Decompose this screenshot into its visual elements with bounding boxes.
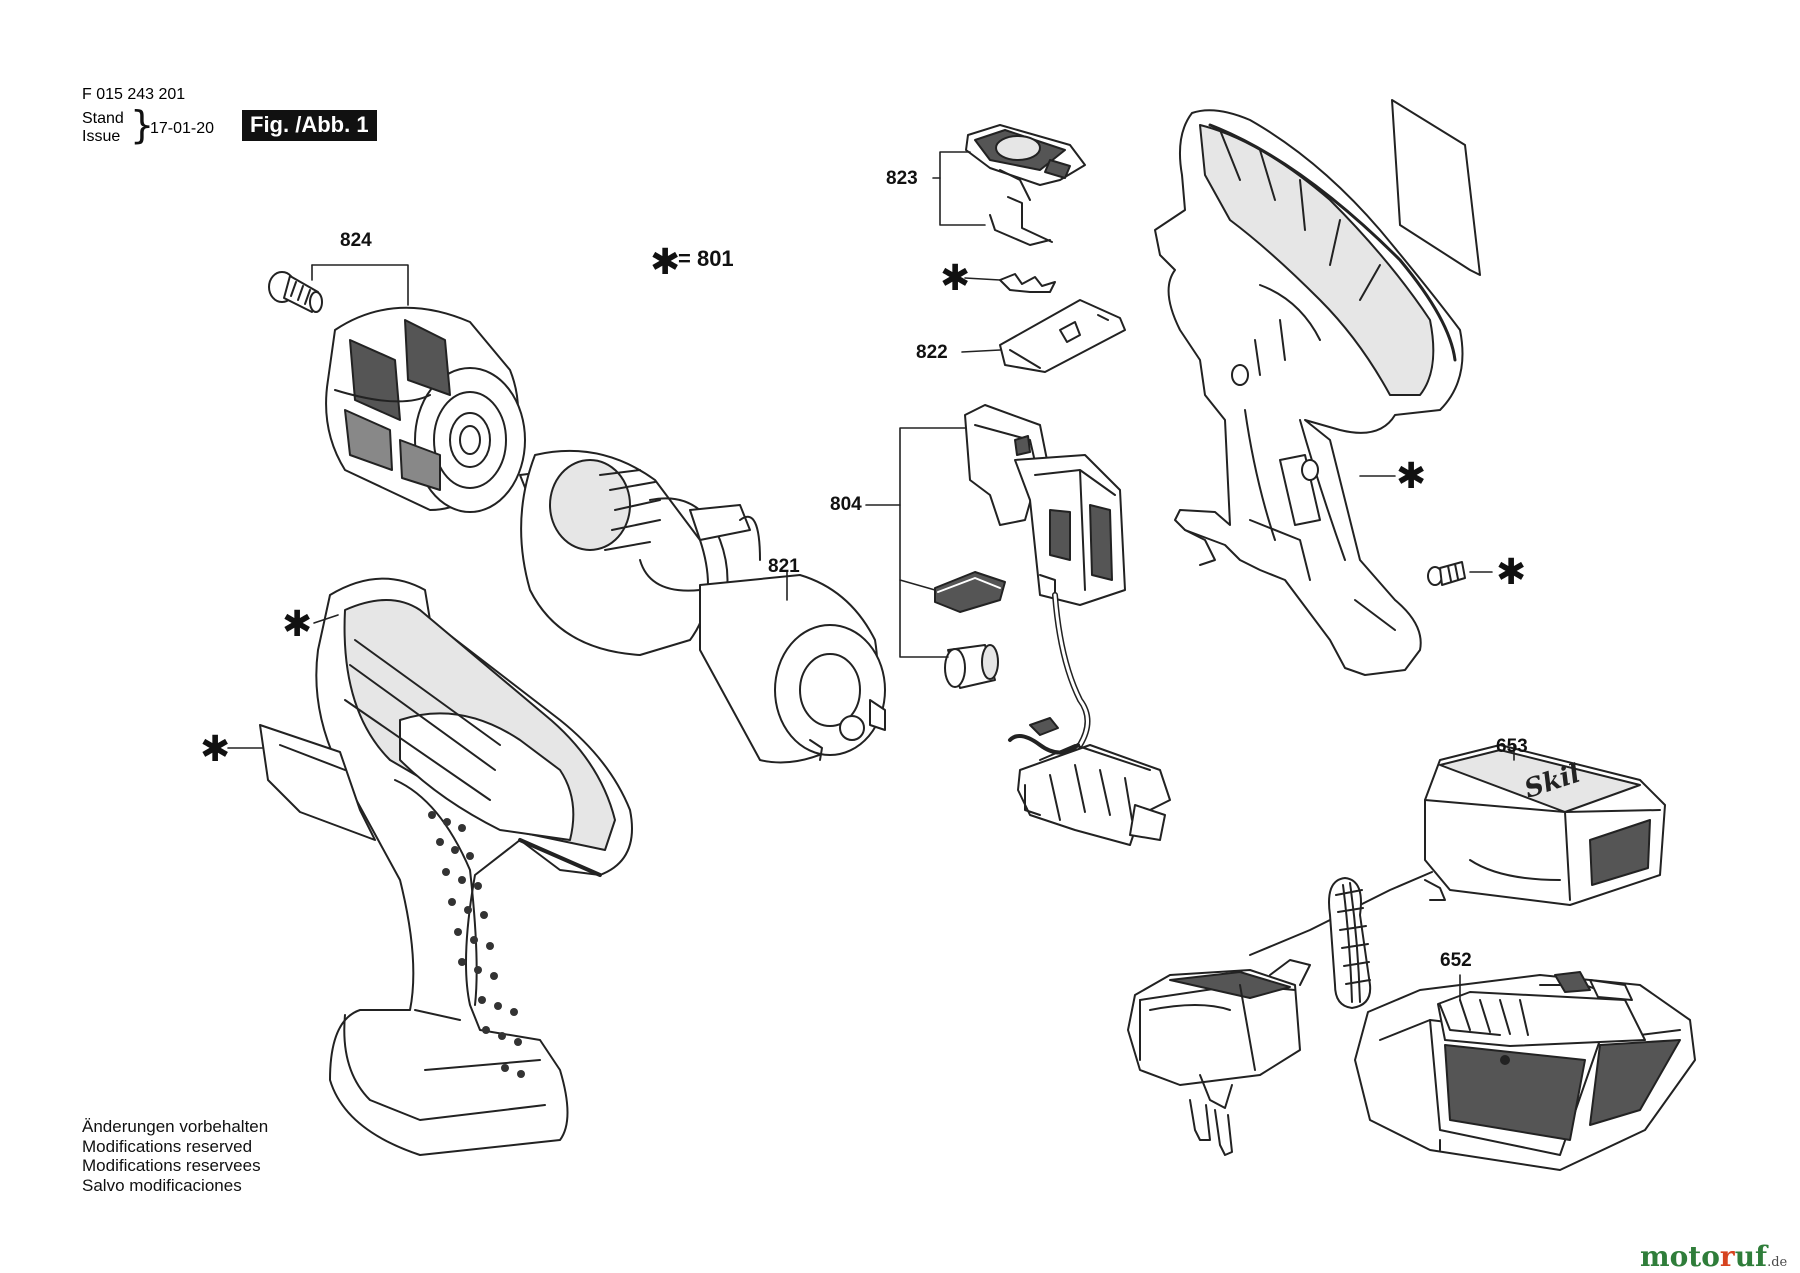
switch-cover-part [965, 124, 1086, 201]
grip-dots [428, 811, 525, 1078]
spring-clip-part [989, 196, 1053, 246]
direction-slider-part [999, 299, 1126, 373]
switch-cap-part [934, 571, 1006, 613]
terminal-block-part [1017, 717, 1171, 846]
legend-star: ✱ [650, 242, 681, 283]
issue-date: 17-01-20 [150, 120, 215, 137]
watermark-logo[interactable]: motoruf.de [1640, 1240, 1787, 1273]
part-star-screw: ✱ [1496, 552, 1527, 593]
part-label-821: 821 [768, 556, 800, 577]
part-label-823: 823 [886, 168, 918, 189]
figure-badge: Fig. /Abb. 1 [242, 110, 377, 141]
stand-label: Stand [82, 110, 124, 127]
charger-base-part [1424, 744, 1666, 906]
part-label-824: 824 [340, 230, 372, 251]
modification-notes: Änderungen vorbehalten Modifications res… [82, 1117, 268, 1195]
note-en: Modifications reserved [82, 1136, 253, 1156]
note-de: Änderungen vorbehalten [82, 1117, 269, 1136]
watermark-part-b: r [1719, 1240, 1735, 1273]
label-plate-part [259, 724, 376, 841]
part-label-822: 822 [916, 342, 948, 363]
legend-text: = 801 [678, 246, 734, 271]
left-housing-part [315, 577, 633, 1156]
part-label-804: 804 [830, 494, 862, 515]
issue-label: Issue [82, 128, 121, 145]
right-housing-part [1154, 109, 1464, 676]
part-label-652: 652 [1440, 950, 1472, 971]
side-label-part [1391, 99, 1481, 276]
chuck-screw-part [268, 271, 323, 313]
watermark-part-d: .de [1767, 1255, 1788, 1270]
part-star-spring: ✱ [940, 258, 971, 299]
charger-cord [1249, 871, 1433, 1009]
charger-adapter-part [1127, 959, 1311, 1156]
switch-wires [1008, 592, 1091, 755]
battery-pack-part [1354, 971, 1696, 1171]
switch-part [964, 404, 1126, 606]
watermark-part-a: moto [1640, 1240, 1720, 1273]
part-star-label-plate: ✱ [200, 729, 231, 770]
switch-sleeve-part [944, 644, 999, 689]
part-star-right-housing: ✱ [1396, 456, 1427, 497]
small-spring-part [999, 273, 1056, 293]
note-es: Salvo modificaciones [82, 1175, 242, 1195]
watermark-part-c: uf [1734, 1240, 1768, 1273]
note-fr: Modifications reservees [82, 1156, 261, 1175]
doc-number: F 015 243 201 [82, 86, 186, 103]
gearbox-motor-part [519, 449, 886, 764]
part-star-left-housing: ✱ [282, 604, 313, 645]
part-label-653: 653 [1496, 736, 1528, 757]
leader-lines [227, 151, 1515, 1001]
chuck-part [325, 306, 526, 513]
brace-symbol: } [130, 103, 155, 147]
housing-screw-part [1427, 561, 1466, 586]
